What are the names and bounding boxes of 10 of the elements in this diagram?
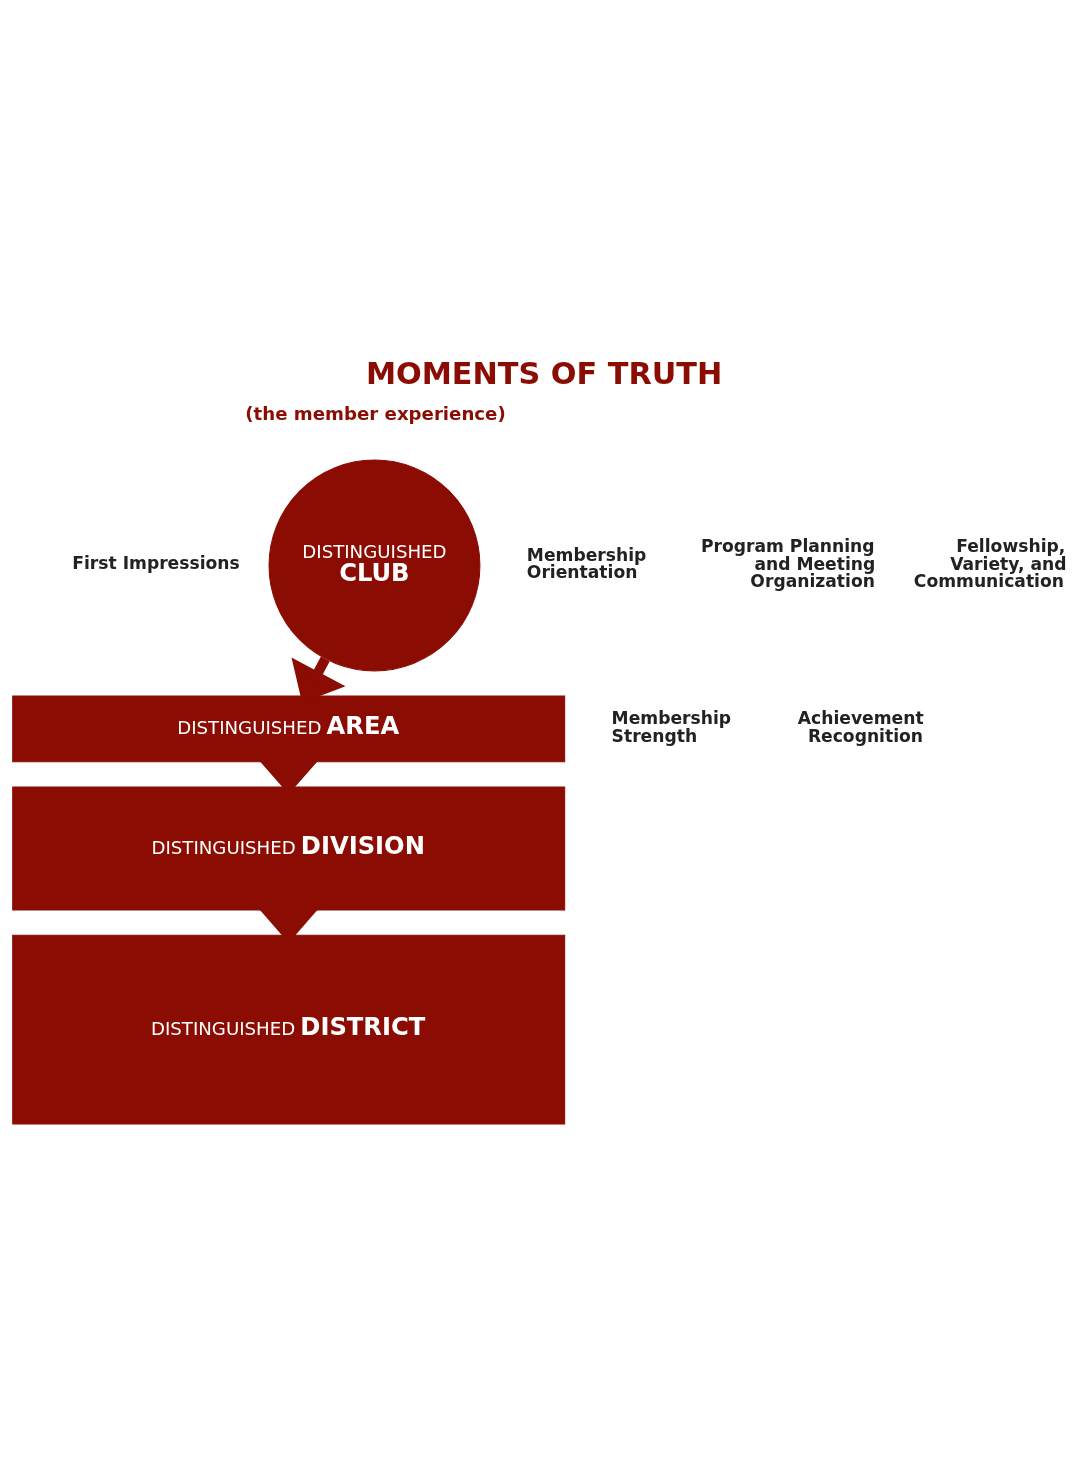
label: (the member experience) — [245, 403, 506, 425]
diagram-title: MOMENTS OF TRUTH — [365, 356, 723, 392]
label: Membership Orientation — [526, 544, 647, 583]
label: Achievement Recognition — [797, 708, 924, 746]
label: Fellowship, Variety, and Communication — [913, 536, 1067, 591]
node-box: DISTINGUISHED DISTRICT — [12, 934, 566, 1125]
node-circle: DISTINGUISHED CLUB — [268, 459, 481, 672]
label: First Impressions — [72, 552, 240, 573]
label: Program Planning and Meeting Organization — [700, 536, 876, 591]
label: Membership Strength — [611, 708, 732, 746]
